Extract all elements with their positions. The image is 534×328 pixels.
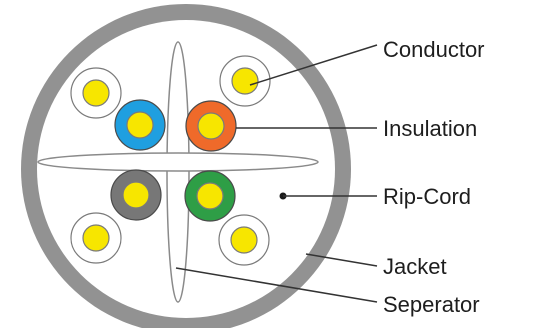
- conductor-label: Conductor: [383, 37, 485, 63]
- blue-insulated-conductor: [115, 100, 165, 150]
- separator-label: Seperator: [383, 292, 480, 318]
- jacket-label: Jacket: [383, 254, 447, 280]
- separator-vertical: [167, 42, 189, 302]
- white-conductor-top-left: [71, 68, 121, 118]
- white-conductor-bottom-left: [71, 213, 121, 263]
- insulation-label: Insulation: [383, 116, 477, 142]
- orange-insulated-conductor: [186, 101, 236, 151]
- rip-cord-label: Rip-Cord: [383, 184, 471, 210]
- separator-horizontal: [38, 153, 318, 171]
- gray-insulated-conductor: [111, 170, 161, 220]
- green-insulated-conductor: [185, 171, 235, 221]
- white-conductor-bottom-right: [219, 215, 269, 265]
